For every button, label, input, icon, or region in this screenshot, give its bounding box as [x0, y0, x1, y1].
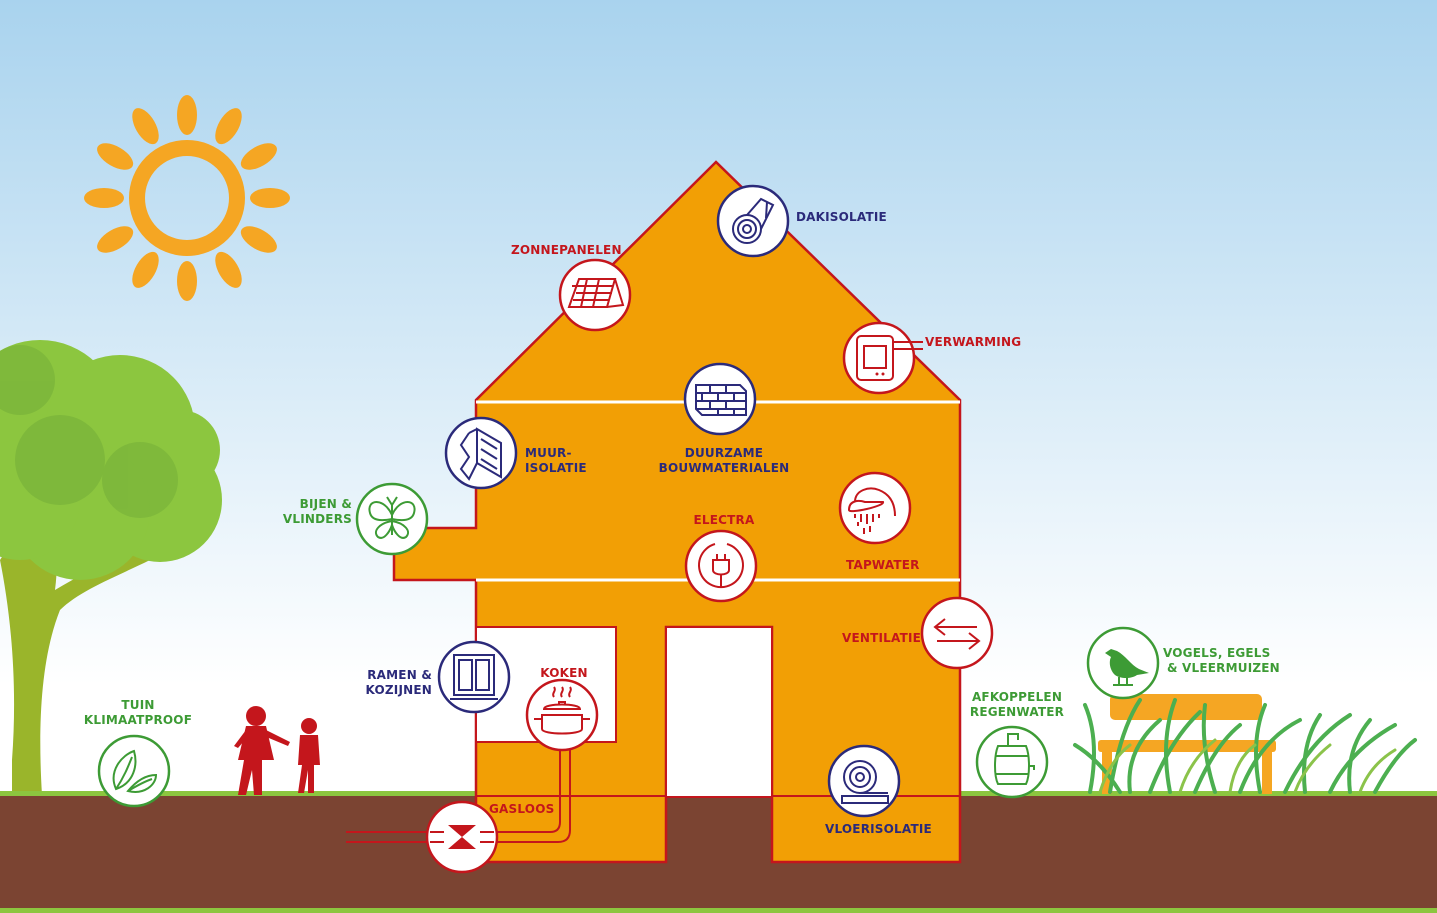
- plug-icon: [684, 529, 758, 603]
- tuin-line-2: KLIMAATPROOF: [83, 713, 193, 727]
- afkoppelen-line-2: REGENWATER: [969, 705, 1065, 719]
- children-silhouette: [234, 706, 320, 795]
- leaves-icon: [97, 734, 171, 808]
- duurzame-line-1: DUURZAME: [684, 446, 764, 460]
- electra-label: ELECTRA: [693, 513, 755, 527]
- tuin-line-1: TUIN: [121, 698, 155, 712]
- dakisolatie-label: DAKISOLATIE: [796, 210, 887, 224]
- afkoppelen-regenwater-label: AFKOPPELEN REGENWATER: [962, 690, 1072, 720]
- tuin-klimaatproof-label: TUIN KLIMAATPROOF: [78, 698, 198, 728]
- tall-grass: [1073, 698, 1417, 794]
- tapwater-label: TAPWATER: [846, 558, 920, 572]
- cooking-pot-icon: [525, 678, 599, 752]
- solar-panel-icon: [558, 258, 632, 332]
- ramen-kozijnen-label: RAMEN & KOZIJNEN: [352, 668, 432, 698]
- bottom-line: [0, 908, 1437, 913]
- floor-insulation-icon: [827, 744, 901, 818]
- house: [392, 160, 962, 864]
- vogels-line-2: & VLEERMUIZEN: [1167, 661, 1280, 675]
- zonnepanelen-label: ZONNEPANELEN: [511, 243, 622, 257]
- wall-insulation-icon: [444, 416, 518, 490]
- bijen-line-2: VLINDERS: [282, 512, 352, 526]
- gasloos-label: GASLOOS: [489, 802, 555, 816]
- muurisolatie-label: MUUR- ISOLATIE: [525, 446, 587, 476]
- vloerisolatie-label: VLOERISOLATIE: [825, 822, 932, 836]
- duurzame-line-2: BOUWMATERIALEN: [658, 461, 790, 475]
- muurisolatie-line-1: MUUR-: [525, 446, 572, 460]
- koken-label: KOKEN: [540, 666, 588, 680]
- window-icon: [437, 640, 511, 714]
- gas-pipes: [346, 745, 571, 843]
- arrows-icon: [920, 596, 994, 670]
- ramen-line-1: RAMEN &: [367, 668, 432, 682]
- soil: [0, 793, 1437, 913]
- bird-icon: [1086, 626, 1160, 700]
- muurisolatie-line-2: ISOLATIE: [525, 461, 587, 475]
- bricks-icon: [683, 362, 757, 436]
- bijen-vlinders-label: BIJEN & VLINDERS: [272, 497, 352, 527]
- ventilatie-label: VENTILATIE: [842, 631, 922, 645]
- vogels-egels-vleermuizen-label: VOGELS, EGELS & VLEERMUIZEN: [1163, 646, 1280, 676]
- shower-icon: [838, 471, 912, 545]
- sun: [84, 95, 290, 301]
- butterfly-icon: [355, 482, 429, 556]
- door-opening: [665, 626, 773, 798]
- roll-insulation-icon: [716, 184, 790, 258]
- vogels-line-1: VOGELS, EGELS: [1163, 646, 1271, 660]
- ramen-line-2: KOZIJNEN: [365, 683, 432, 697]
- tree: [0, 340, 222, 795]
- verwarming-label: VERWARMING: [925, 335, 1022, 349]
- rain-barrel-icon: [975, 725, 1049, 799]
- duurzame-bouwmaterialen-label: DUURZAME BOUWMATERIALEN: [654, 446, 794, 476]
- afkoppelen-line-1: AFKOPPELEN: [971, 690, 1063, 704]
- gas-valve-icon: [425, 800, 499, 874]
- bijen-line-1: BIJEN &: [299, 497, 352, 511]
- thermostat-icon: [842, 321, 923, 395]
